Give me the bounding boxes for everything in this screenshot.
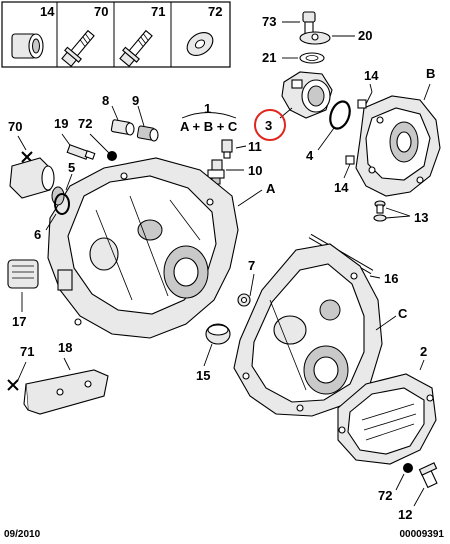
label-15: 15 bbox=[196, 368, 210, 383]
bolt-73 bbox=[302, 11, 316, 37]
label-19: 19 bbox=[54, 116, 68, 131]
dot-marker-72 bbox=[107, 151, 117, 161]
housing-a bbox=[47, 157, 239, 339]
dot-marker-72-bottom bbox=[403, 463, 413, 473]
label-2: 2 bbox=[420, 344, 427, 359]
sensor-19 bbox=[66, 144, 96, 160]
label-12: 12 bbox=[398, 507, 412, 522]
legend-ref-71: 71 bbox=[151, 4, 165, 19]
label-16: 16 bbox=[384, 271, 398, 286]
label-13: 13 bbox=[414, 210, 428, 225]
label-7: 7 bbox=[248, 258, 255, 273]
label-20: 20 bbox=[358, 28, 372, 43]
bracket-18 bbox=[23, 369, 109, 415]
legend-ref-14: 14 bbox=[40, 4, 55, 19]
label-10: 10 bbox=[248, 163, 262, 178]
bushing-9 bbox=[136, 125, 159, 142]
label-14-lower: 14 bbox=[334, 180, 349, 195]
cover-2 bbox=[337, 373, 437, 465]
footer-date: 09/2010 bbox=[4, 529, 41, 540]
bolt-7 bbox=[237, 293, 251, 307]
label-4: 4 bbox=[306, 148, 314, 163]
gasket-21 bbox=[299, 52, 325, 64]
assembly-formula: 1 A + B + C bbox=[180, 101, 238, 134]
cover-b bbox=[355, 95, 441, 197]
label-6: 6 bbox=[34, 227, 41, 242]
washer-icon bbox=[186, 31, 214, 57]
label-8: 8 bbox=[102, 93, 109, 108]
bushing-icon bbox=[11, 33, 44, 59]
label-72-left: 72 bbox=[78, 116, 92, 131]
pin-14-lower bbox=[345, 155, 355, 165]
formula-ref: 1 bbox=[204, 101, 211, 116]
label-72-bottom: 72 bbox=[378, 488, 392, 503]
tube-70-assembly bbox=[9, 157, 55, 199]
label-17: 17 bbox=[12, 314, 26, 329]
highlight-ring bbox=[254, 109, 286, 141]
screw-13 bbox=[373, 200, 387, 222]
label-c: C bbox=[398, 306, 408, 321]
oring-6 bbox=[54, 193, 70, 215]
plug-15 bbox=[205, 323, 231, 345]
label-a: A bbox=[266, 181, 276, 196]
bolt-12 bbox=[418, 462, 438, 489]
label-11: 11 bbox=[248, 139, 262, 154]
legend-ref-72: 72 bbox=[208, 4, 222, 19]
housing-3 bbox=[281, 71, 333, 119]
oring-4 bbox=[329, 100, 351, 130]
label-71: 71 bbox=[20, 344, 34, 359]
label-14-upper: 14 bbox=[364, 68, 379, 83]
label-70: 70 bbox=[8, 119, 22, 134]
label-21: 21 bbox=[262, 50, 276, 65]
footer-code: 00009391 bbox=[399, 529, 445, 540]
cap-20 bbox=[299, 31, 331, 45]
label-5: 5 bbox=[68, 160, 75, 175]
pin-14-upper bbox=[357, 99, 367, 109]
bolt-icon bbox=[61, 29, 95, 68]
bolt-icon bbox=[119, 29, 153, 68]
plug-11 bbox=[221, 139, 233, 159]
label-73: 73 bbox=[262, 14, 276, 29]
x-marker-71 bbox=[7, 379, 19, 391]
housing-c bbox=[233, 243, 383, 417]
bushing-8 bbox=[110, 119, 135, 136]
parts-legend-box: 14 70 71 72 bbox=[1, 1, 231, 68]
formula-expression: A + B + C bbox=[180, 119, 238, 134]
boot-17 bbox=[7, 259, 39, 289]
label-18: 18 bbox=[58, 340, 72, 355]
label-b: B bbox=[426, 66, 435, 81]
legend-ref-70: 70 bbox=[94, 4, 108, 19]
label-9: 9 bbox=[132, 93, 139, 108]
label-3: 3 bbox=[265, 118, 272, 133]
